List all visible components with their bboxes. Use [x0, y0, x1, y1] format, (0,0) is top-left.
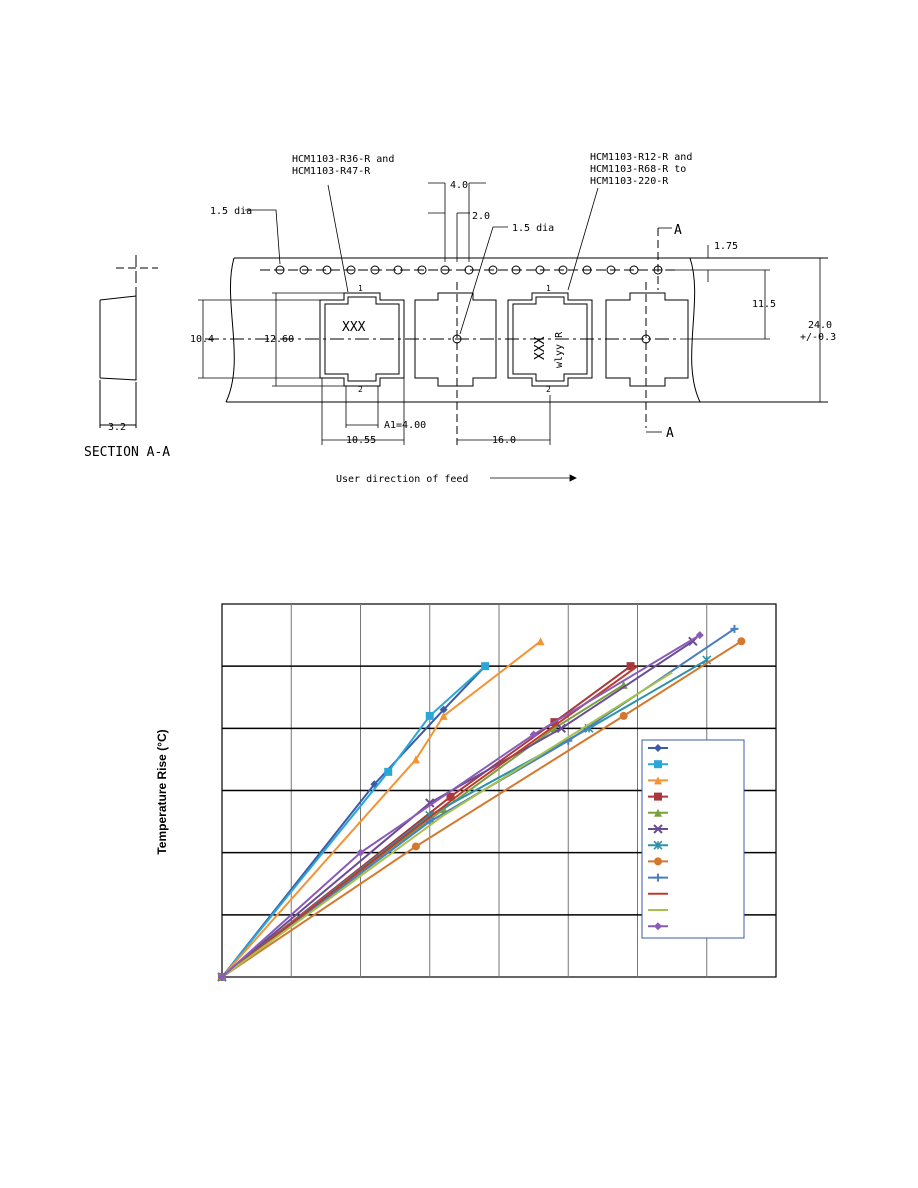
legend-entry: [648, 857, 668, 866]
series-marker: [425, 711, 434, 720]
series-3: [218, 637, 545, 981]
series-marker: [411, 842, 420, 851]
chart-legend: [641, 739, 745, 939]
series-marker: [529, 730, 538, 739]
series-marker: [481, 662, 490, 671]
series-marker: [439, 705, 448, 714]
section-title: SECTION A-A: [84, 445, 170, 460]
dim-b: 10.55: [346, 435, 376, 446]
legend-entry: [648, 873, 668, 882]
series-marker: [439, 711, 448, 720]
dim-pocket-outer: 10.4: [190, 334, 214, 345]
series-line: [221, 659, 708, 978]
series-marker: [654, 792, 662, 801]
marking-xxx-right: XXX: [533, 336, 548, 360]
series-line: [221, 640, 694, 978]
series-marker: [439, 805, 448, 814]
section-a-top: A: [674, 223, 682, 238]
series-line: [221, 640, 742, 978]
series-marker: [654, 873, 662, 882]
pockets: [319, 228, 689, 445]
pin2-right: 2: [546, 385, 551, 394]
series-line: [221, 634, 701, 978]
pin1-right: 1: [546, 284, 551, 293]
series-marker: [654, 744, 662, 752]
part-a-label-1: HCM1103-R36-R and: [292, 154, 394, 165]
dim-a1: A1=4.00: [384, 420, 426, 431]
legend-box: [641, 739, 745, 939]
dim-pocket-pitch: 16.0: [492, 435, 516, 446]
tape-body: [205, 257, 828, 403]
legend-entry: [648, 776, 668, 785]
pin1-left: 1: [358, 284, 363, 293]
series-marker: [356, 848, 365, 857]
legend-entry: [648, 760, 668, 769]
legend-entry: [648, 744, 668, 752]
series-line: [221, 671, 673, 978]
series-marker: [411, 755, 420, 764]
series-marker: [536, 637, 545, 646]
tape-drawing: 3.2 SECTION A-A XXX XXX wlyy R: [84, 152, 836, 485]
sprocket-holes: [275, 265, 663, 275]
part-a-label-2: HCM1103-R47-R: [292, 166, 371, 177]
series-marker: [626, 662, 635, 671]
series-marker: [218, 973, 226, 981]
dim-pitch: 4.0: [450, 180, 468, 191]
series-marker: [654, 760, 662, 769]
series-6: [217, 636, 698, 982]
series-marker: [654, 808, 662, 817]
part-b-label-3: HCM1103-220-R: [590, 176, 669, 187]
series-11: [221, 671, 673, 978]
dim-center: 11.5: [752, 299, 776, 310]
series-line: [221, 665, 486, 978]
series-marker: [425, 798, 435, 808]
temperature-rise-chart: Temperature Rise (°C): [155, 603, 777, 982]
pin2-left: 2: [358, 385, 363, 394]
legend-entry: [648, 824, 668, 834]
marking-wlyy: wlyy R: [554, 331, 565, 368]
section-view: [99, 255, 158, 428]
series-marker: [384, 767, 393, 776]
series-marker: [446, 792, 455, 801]
dim-width: 24.0: [808, 320, 832, 331]
series-2: [218, 662, 490, 981]
series-line: [221, 640, 542, 978]
part-b-label-1: HCM1103-R12-R and: [590, 152, 692, 163]
feed-direction: User direction of feed: [336, 474, 468, 485]
legend-entry: [648, 808, 668, 817]
dimension-lines: [198, 182, 821, 482]
series-marker: [654, 922, 662, 931]
hole-dia-mid: 1.5 dia: [512, 223, 554, 234]
series-marker: [654, 857, 662, 866]
legend-entry: [648, 840, 668, 850]
series-marker: [730, 624, 739, 633]
series-marker: [653, 824, 663, 834]
chart-y-axis-title: Temperature Rise (°C): [155, 729, 169, 854]
legend-entry: [648, 922, 668, 931]
dim-edge: 1.75: [714, 241, 738, 252]
hole-dia-left: 1.5 dia: [210, 206, 252, 217]
part-b-label-2: HCM1103-R68-R to: [590, 164, 686, 175]
series-12: [218, 631, 704, 981]
marking-xxx-left: XXX: [342, 320, 366, 335]
legend-entry: [648, 792, 668, 801]
series-marker: [695, 631, 704, 640]
series-marker: [619, 711, 628, 720]
section-a-bottom: A: [666, 426, 674, 441]
dim-tolerance: +/-0.3: [800, 332, 836, 343]
series-marker: [653, 840, 663, 850]
series-line: [221, 665, 486, 978]
dim-pocket-inner: 12.60: [264, 334, 294, 345]
series-marker: [556, 723, 567, 734]
series-7: [217, 655, 712, 982]
dim-half: 2.0: [472, 211, 490, 222]
series-marker: [737, 637, 746, 646]
section-dim-label: 3.2: [108, 422, 126, 433]
chart-series: [217, 624, 746, 982]
series-marker: [654, 776, 662, 785]
